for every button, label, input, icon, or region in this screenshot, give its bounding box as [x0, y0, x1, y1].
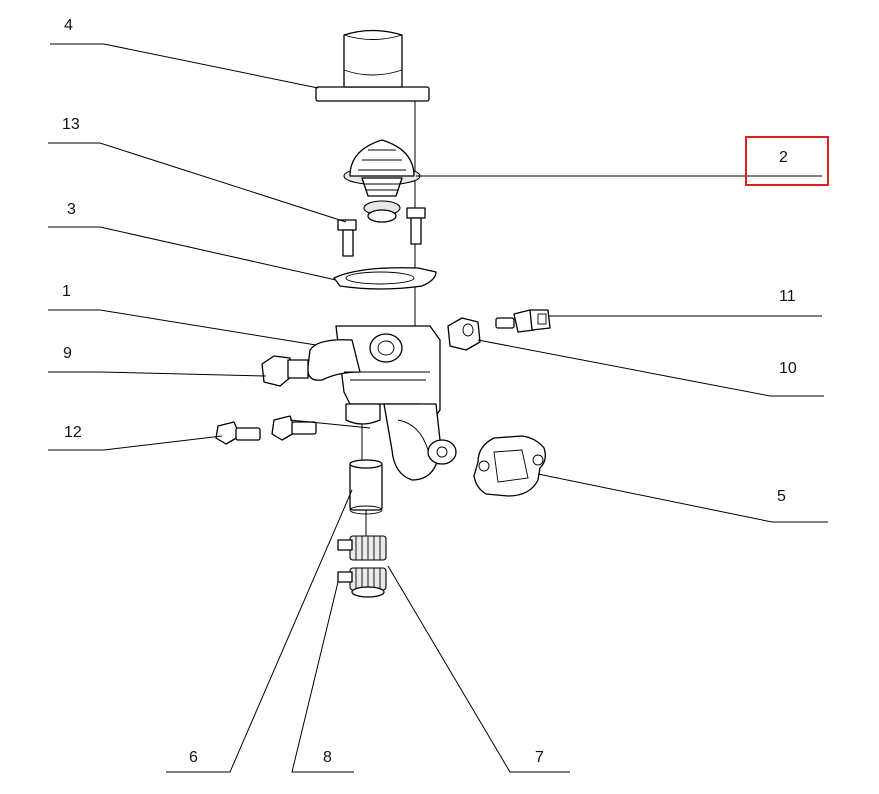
leader-7: [387, 565, 570, 773]
callout-5[interactable]: 5: [777, 488, 786, 505]
part-hose-clamps: [337, 535, 387, 598]
part-thermostat-cover: [315, 29, 430, 102]
leader-12b: [289, 419, 371, 429]
callout-3[interactable]: 3: [67, 201, 76, 218]
leader-9: [48, 371, 267, 377]
leader-3: [48, 226, 337, 281]
callout-10[interactable]: 10: [779, 360, 797, 377]
callout-1[interactable]: 1: [62, 283, 71, 300]
leader-8: [291, 581, 354, 773]
part-nut-9: [261, 355, 309, 387]
part-sensor-11: [495, 309, 551, 333]
part-bolt-12: [215, 415, 317, 445]
callout-13[interactable]: 13: [62, 116, 80, 133]
leader-4: [50, 43, 319, 89]
leader-lines: [48, 43, 828, 773]
highlight-box-callout-2: [745, 136, 829, 186]
callout-11[interactable]: 11: [779, 288, 796, 305]
callout-2[interactable]: 2: [779, 149, 788, 166]
part-hose-6: [349, 459, 383, 515]
leader-12: [48, 435, 223, 451]
part-thermostat-housing: [307, 325, 457, 481]
callout-9[interactable]: 9: [63, 345, 72, 362]
callout-labels: 4 13 3 1 9 12 2 11 10 5 6 8 7: [62, 17, 797, 766]
callout-12[interactable]: 12: [64, 424, 82, 441]
leader-13: [48, 142, 347, 223]
part-flange-gasket-5: [473, 435, 546, 497]
part-gasket-3: [333, 267, 437, 290]
callout-8[interactable]: 8: [323, 749, 332, 766]
leader-6: [166, 489, 353, 773]
callout-4[interactable]: 4: [64, 17, 73, 34]
part-bolt-13: [337, 207, 426, 257]
part-adapter-10: [447, 317, 481, 351]
leader-5: [537, 473, 828, 523]
callout-6[interactable]: 6: [189, 749, 198, 766]
callout-7[interactable]: 7: [535, 749, 544, 766]
leader-10: [477, 339, 824, 397]
leader-1: [48, 309, 317, 346]
